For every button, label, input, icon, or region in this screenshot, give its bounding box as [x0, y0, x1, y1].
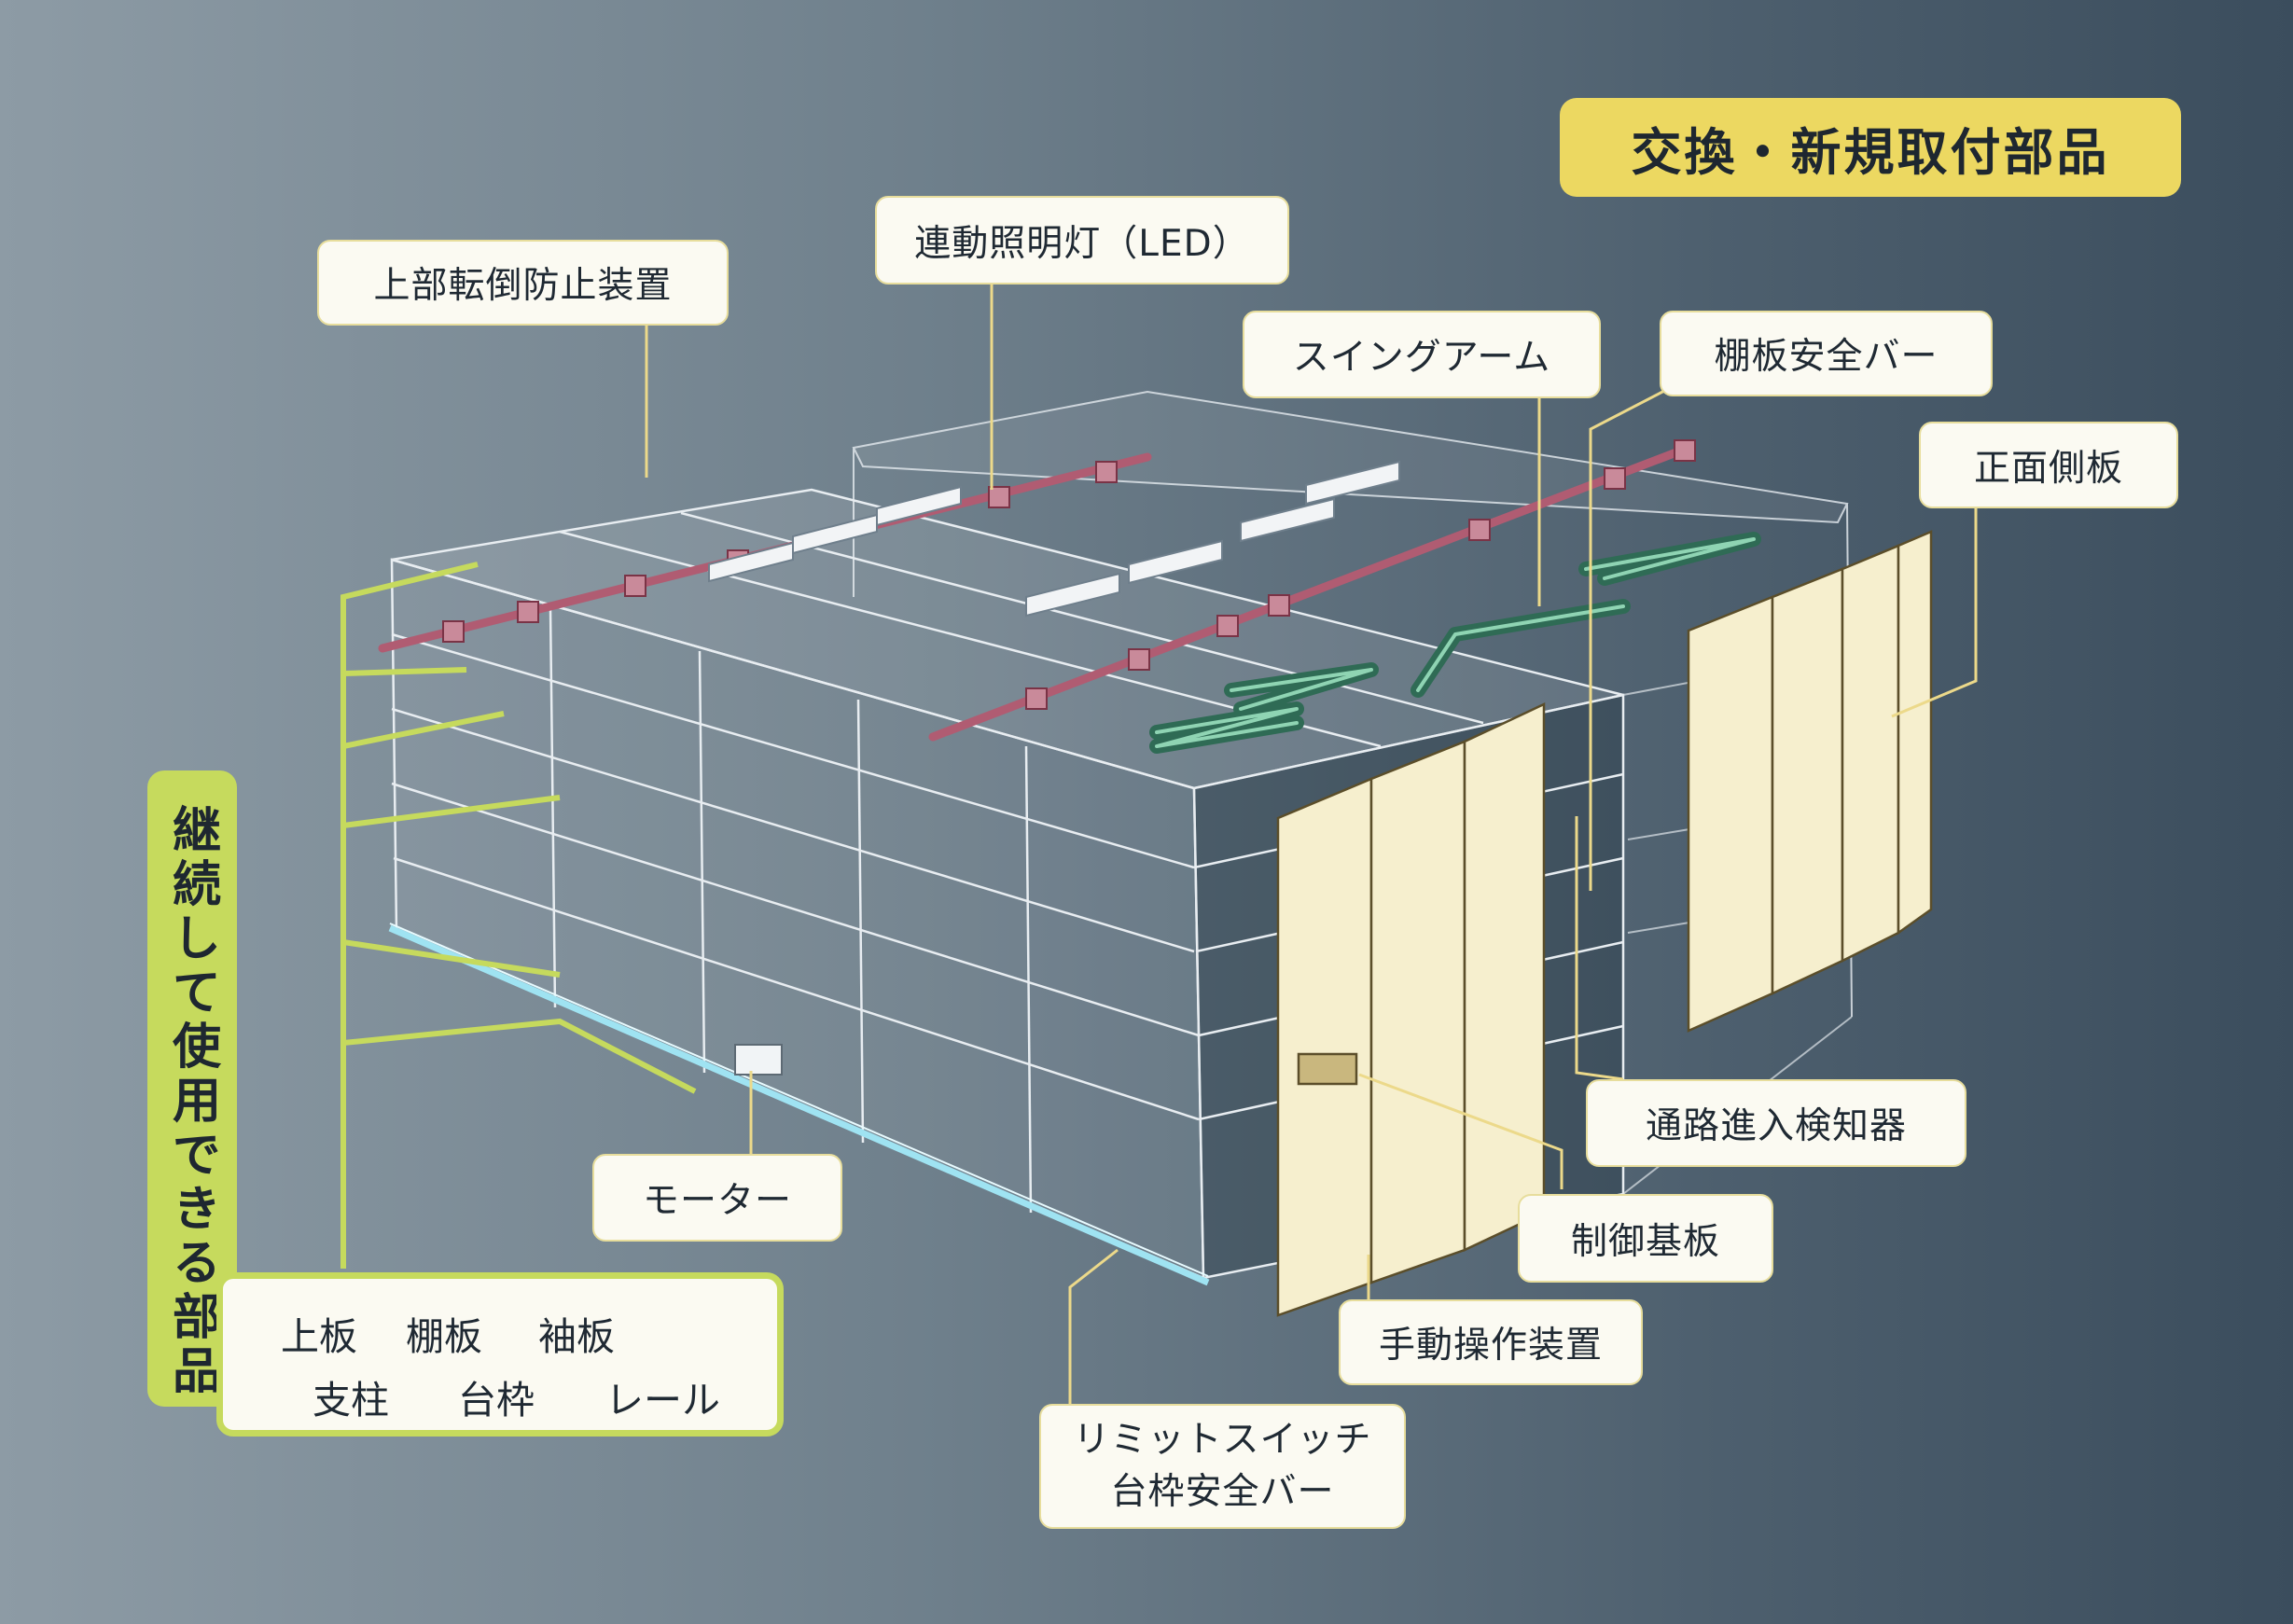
reusable-parts-title: 継続して使用できる部品	[163, 804, 220, 1399]
reuse-part-pillar: 支柱	[313, 1378, 389, 1423]
label-motor: モーター	[592, 1154, 842, 1242]
label-swing-arm: スイングアーム	[1243, 311, 1601, 398]
reuse-part-rail: レール	[605, 1378, 720, 1423]
label-led-light: 連動照明灯（LED）	[875, 196, 1289, 285]
led-light-bars	[708, 460, 1400, 618]
label-shelf-safety-bar: 棚板安全バー	[1660, 311, 1993, 396]
front-side-panels-far	[1687, 530, 1933, 1033]
label-front-side-panel: 正面側板	[1919, 422, 2178, 508]
front-side-panels-near	[1276, 702, 1546, 1317]
motor-unit	[734, 1044, 783, 1076]
floor-rail	[388, 924, 1210, 1286]
label-manual-operation: 手動操作装置	[1339, 1299, 1643, 1385]
label-aisle-detector: 通路進入検知器	[1586, 1079, 1966, 1167]
reuse-bracket-lines	[340, 562, 697, 1269]
label-limit-switch-line2: 台枠安全バー	[1110, 1471, 1335, 1513]
reuse-part-base-frame: 台枠	[458, 1378, 535, 1423]
reuse-part-sleeve-board: 袖板	[538, 1314, 615, 1359]
label-limit-switch: リミットスイッチ 台枠安全バー	[1039, 1404, 1406, 1529]
reuse-part-top-board: 上板	[281, 1314, 357, 1359]
replacement-parts-header: 交換・新規取付部品	[1560, 98, 2181, 197]
label-limit-switch-line1: リミットスイッチ	[1073, 1419, 1372, 1461]
label-control-board: 制御基板	[1518, 1194, 1773, 1283]
reuse-part-shelf-board: 棚板	[406, 1314, 482, 1359]
label-upper-tip-prevention: 上部転倒防止装置	[317, 240, 729, 326]
reusable-parts-list: 上板 棚板 袖板 支柱 台枠 レール	[216, 1272, 784, 1437]
leader-lines	[645, 285, 1978, 1404]
